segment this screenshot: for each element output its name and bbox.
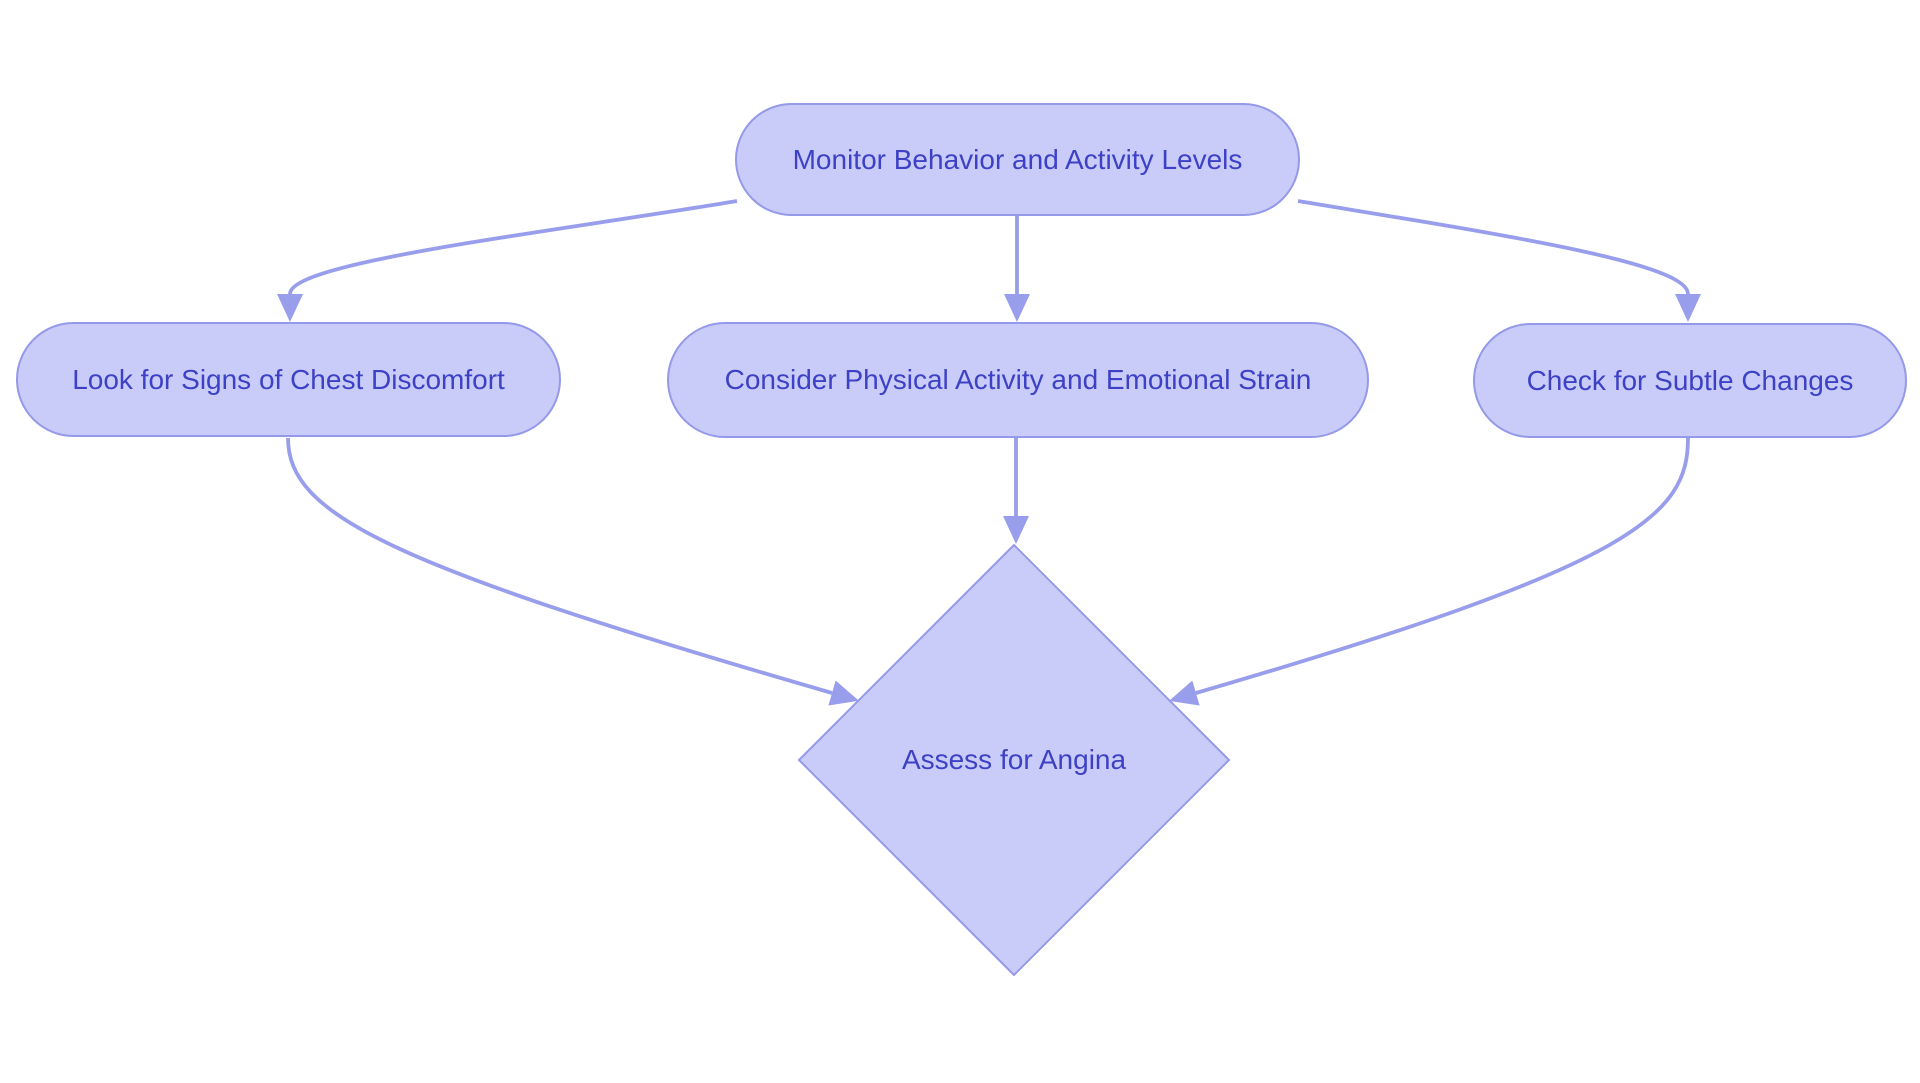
edge-subtle-to-assess bbox=[1169, 437, 1690, 706]
node-assess-diamond: Assess for Angina bbox=[814, 738, 1214, 782]
node-monitor: Monitor Behavior and Activity Levels bbox=[735, 103, 1300, 216]
node-assess-diamond-shape bbox=[798, 544, 1230, 976]
node-subtle-changes: Check for Subtle Changes bbox=[1473, 323, 1907, 438]
node-physical-emotional-label: Consider Physical Activity and Emotional… bbox=[724, 364, 1312, 395]
node-physical-emotional: Consider Physical Activity and Emotional… bbox=[667, 322, 1369, 438]
edge-chest-to-assess bbox=[286, 437, 859, 706]
node-subtle-changes-label: Check for Subtle Changes bbox=[1526, 364, 1854, 396]
node-chest-discomfort: Look for Signs of Chest Discomfort bbox=[16, 322, 561, 437]
node-monitor-label: Monitor Behavior and Activity Levels bbox=[792, 143, 1243, 175]
node-chest-discomfort-label: Look for Signs of Chest Discomfort bbox=[72, 363, 505, 395]
edge-monitor-to-subtle bbox=[1297, 199, 1701, 322]
edge-monitor-to-chest bbox=[277, 199, 738, 322]
node-assess-label: Assess for Angina bbox=[901, 744, 1127, 775]
